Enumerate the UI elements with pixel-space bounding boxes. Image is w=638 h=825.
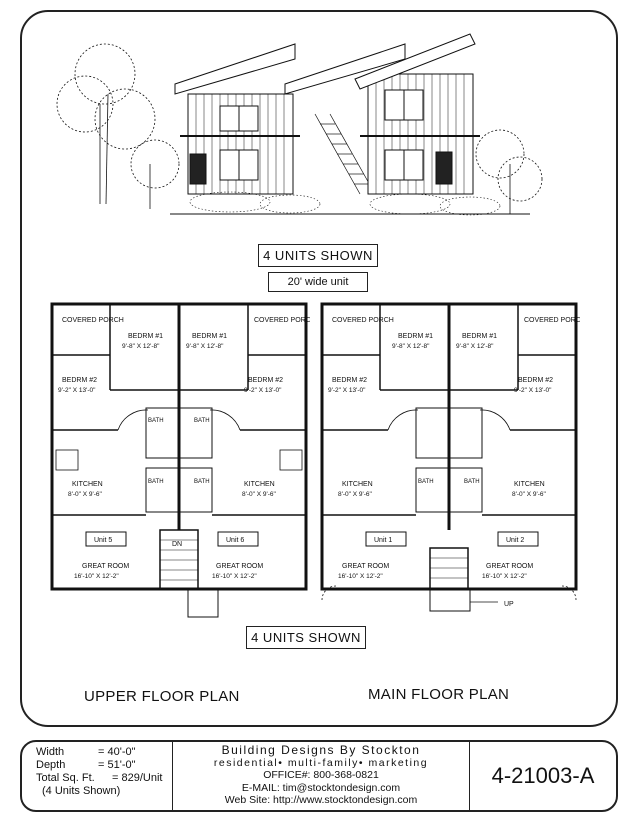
width-label: Width [36,746,65,758]
main-covered-porch-left: COVERED PORCH [332,317,394,324]
main-bedrm1-right-dim: 9'-8" X 12'-8" [456,343,494,350]
units-note: (4 Units Shown) [42,785,121,797]
upper-great-room-left: GREAT ROOM [82,563,129,570]
main-unit-left: Unit 1 [374,537,392,544]
main-great-room-right: GREAT ROOM [486,563,533,570]
upper-kitchen-left: KITCHEN [72,481,103,488]
upper-bath-left-2: BATH [148,479,164,485]
front-elevation-drawing [56,33,543,216]
upper-covered-porch-left: COVERED PORCH [62,317,124,324]
upper-bath-right-2: BATH [194,479,210,485]
upper-kitchen-right: KITCHEN [244,481,275,488]
main-bedrm2-right-dim: 9'-2" X 13'-0" [514,387,552,394]
office-phone: OFFICE#: 800-368-0821 [263,769,379,781]
upper-bedrm2-left: BEDRM #2 [62,377,97,384]
upper-great-room-right: GREAT ROOM [216,563,263,570]
main-bedrm2-left: BEDRM #2 [332,377,367,384]
upper-bedrm1-right: BEDRM #1 [192,333,227,340]
upper-unit-right: Unit 6 [226,537,244,544]
upper-great-room-left-dim: 16'-10" X 12'-2" [74,573,119,580]
company-info: Building Designs By Stockton residential… [172,742,470,810]
main-bath-left: BATH [418,479,434,485]
plan-number: 4-21003-A [491,763,595,788]
sqft-value: = 829/Unit [112,772,163,784]
sheet-border [20,10,618,727]
main-stair-label: UP [504,601,514,608]
main-kitchen-left: KITCHEN [342,481,373,488]
width-value: = 40'-0" [98,746,136,758]
main-great-room-right-dim: 16'-10" X 12'-2" [482,573,527,580]
main-bedrm2-right: BEDRM #2 [518,377,553,384]
main-covered-porch-right: COVERED PORCH [524,317,580,324]
upper-bedrm2-right: BEDRM #2 [248,377,283,384]
main-unit-right: Unit 2 [506,537,524,544]
units-shown-top-label: 4 UNITS SHOWN [258,244,378,267]
depth-value: = 51'-0" [98,759,136,771]
upper-bath-right: BATH [194,418,210,424]
main-bedrm1-right: BEDRM #1 [462,333,497,340]
main-kitchen-right-dim: 8'-0" X 9'-6" [512,491,547,498]
upper-bedrm1-left: BEDRM #1 [128,333,163,340]
upper-floor-plan-caption: UPPER FLOOR PLAN [84,688,240,705]
upper-kitchen-right-dim: 8'-0" X 9'-6" [242,491,277,498]
main-bath-right: BATH [464,479,480,485]
main-great-room-left: GREAT ROOM [342,563,389,570]
title-block: Width = 40'-0" Depth = 51'-0" Total Sq. Ft… [20,740,618,812]
upper-unit-left: Unit 5 [94,537,112,544]
main-floor-plan-caption: MAIN FLOOR PLAN [368,686,510,703]
upper-bedrm2-left-dim: 9'-2" X 13'-0" [58,387,96,394]
upper-covered-porch-right: COVERED PORCH [254,317,310,324]
sqft-label: Total Sq. Ft. [36,772,95,784]
unit-width-label: 20' wide unit [268,272,368,292]
main-bedrm1-left-dim: 9'-8" X 12'-8" [392,343,430,350]
main-bedrm2-left-dim: 9'-2" X 13'-0" [328,387,366,394]
upper-bedrm2-right-dim: 9'-2" X 13'-0" [244,387,282,394]
upper-floor-plan: COVERED PORCH COVERED PORCH BEDRM #1 9'-… [48,300,316,618]
main-kitchen-left-dim: 8'-0" X 9'-6" [338,491,373,498]
tree-left [56,43,180,209]
upper-bedrm1-right-dim: 9'-8" X 12'-8" [186,343,224,350]
upper-bedrm1-left-dim: 9'-8" X 12'-8" [122,343,160,350]
company-tagline: residential• multi-family• marketing [213,756,429,769]
main-great-room-left-dim: 16'-10" X 12'-2" [338,573,383,580]
main-bedrm1-left: BEDRM #1 [398,333,433,340]
depth-label: Depth [36,759,66,771]
upper-stair-label: DN [172,541,182,548]
upper-bath-left: BATH [148,418,164,424]
plan-specs: Width = 40'-0" Depth = 51'-0" Total Sq. Ft… [22,742,172,810]
main-floor-plan: COVERED PORCH COVERED PORCH BEDRM #1 9'-… [318,300,586,618]
website-url: Web Site: http://www.stocktondesign.com [224,794,418,806]
upper-kitchen-left-dim: 8'-0" X 9'-6" [68,491,103,498]
upper-great-room-right-dim: 16'-10" X 12'-2" [212,573,257,580]
company-name: Building Designs By Stockton [221,743,421,757]
contact-email: E-MAIL: tim@stocktondesign.com [241,781,401,794]
main-kitchen-right: KITCHEN [514,481,545,488]
units-shown-bottom-label: 4 UNITS SHOWN [246,626,366,649]
